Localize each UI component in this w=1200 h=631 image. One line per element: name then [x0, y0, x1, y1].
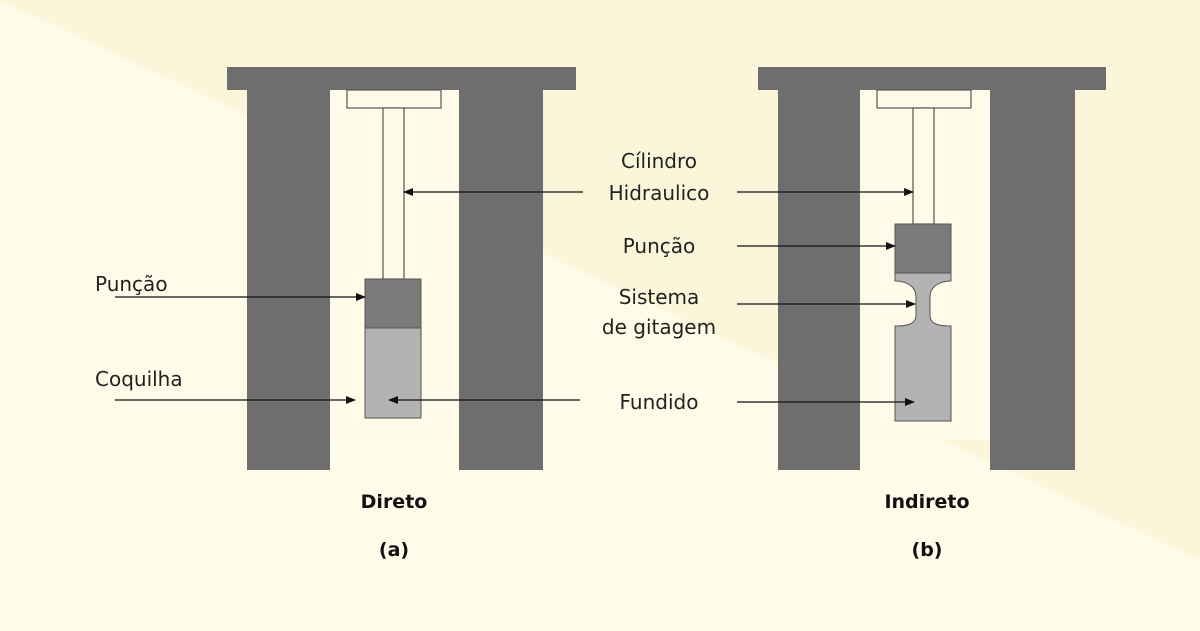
panel-title-direct: Direto	[361, 491, 428, 513]
panel-caption-a: (a)	[379, 539, 409, 561]
gating-and-casting-indirect	[894, 272, 952, 422]
label-puncao-center: Punção	[623, 234, 696, 258]
punch-direct	[364, 278, 422, 329]
cylinder-head-indirect	[876, 89, 972, 109]
panel-direct: Direto (a)	[227, 67, 576, 561]
cylinder-head-direct	[346, 89, 442, 109]
hydraulic-rod-indirect	[912, 107, 935, 225]
casting-direct	[364, 327, 422, 419]
punch-indirect	[894, 223, 952, 274]
panel-indirect: Indireto (b)	[758, 67, 1106, 561]
panel-caption-b: (b)	[912, 539, 943, 561]
label-coquilha: Coquilha	[95, 367, 183, 391]
label-cilindro-line2: Hidraulico	[609, 181, 710, 205]
label-fundido: Fundido	[620, 390, 699, 414]
label-sistema-line1: Sistema	[619, 285, 700, 309]
panel-title-indirect: Indireto	[884, 491, 969, 513]
label-sistema-line2: de gitagem	[602, 315, 716, 339]
label-cilindro-line1: Cílindro	[621, 149, 697, 173]
label-puncao-left: Punção	[95, 272, 168, 296]
hydraulic-rod-direct	[382, 107, 405, 280]
